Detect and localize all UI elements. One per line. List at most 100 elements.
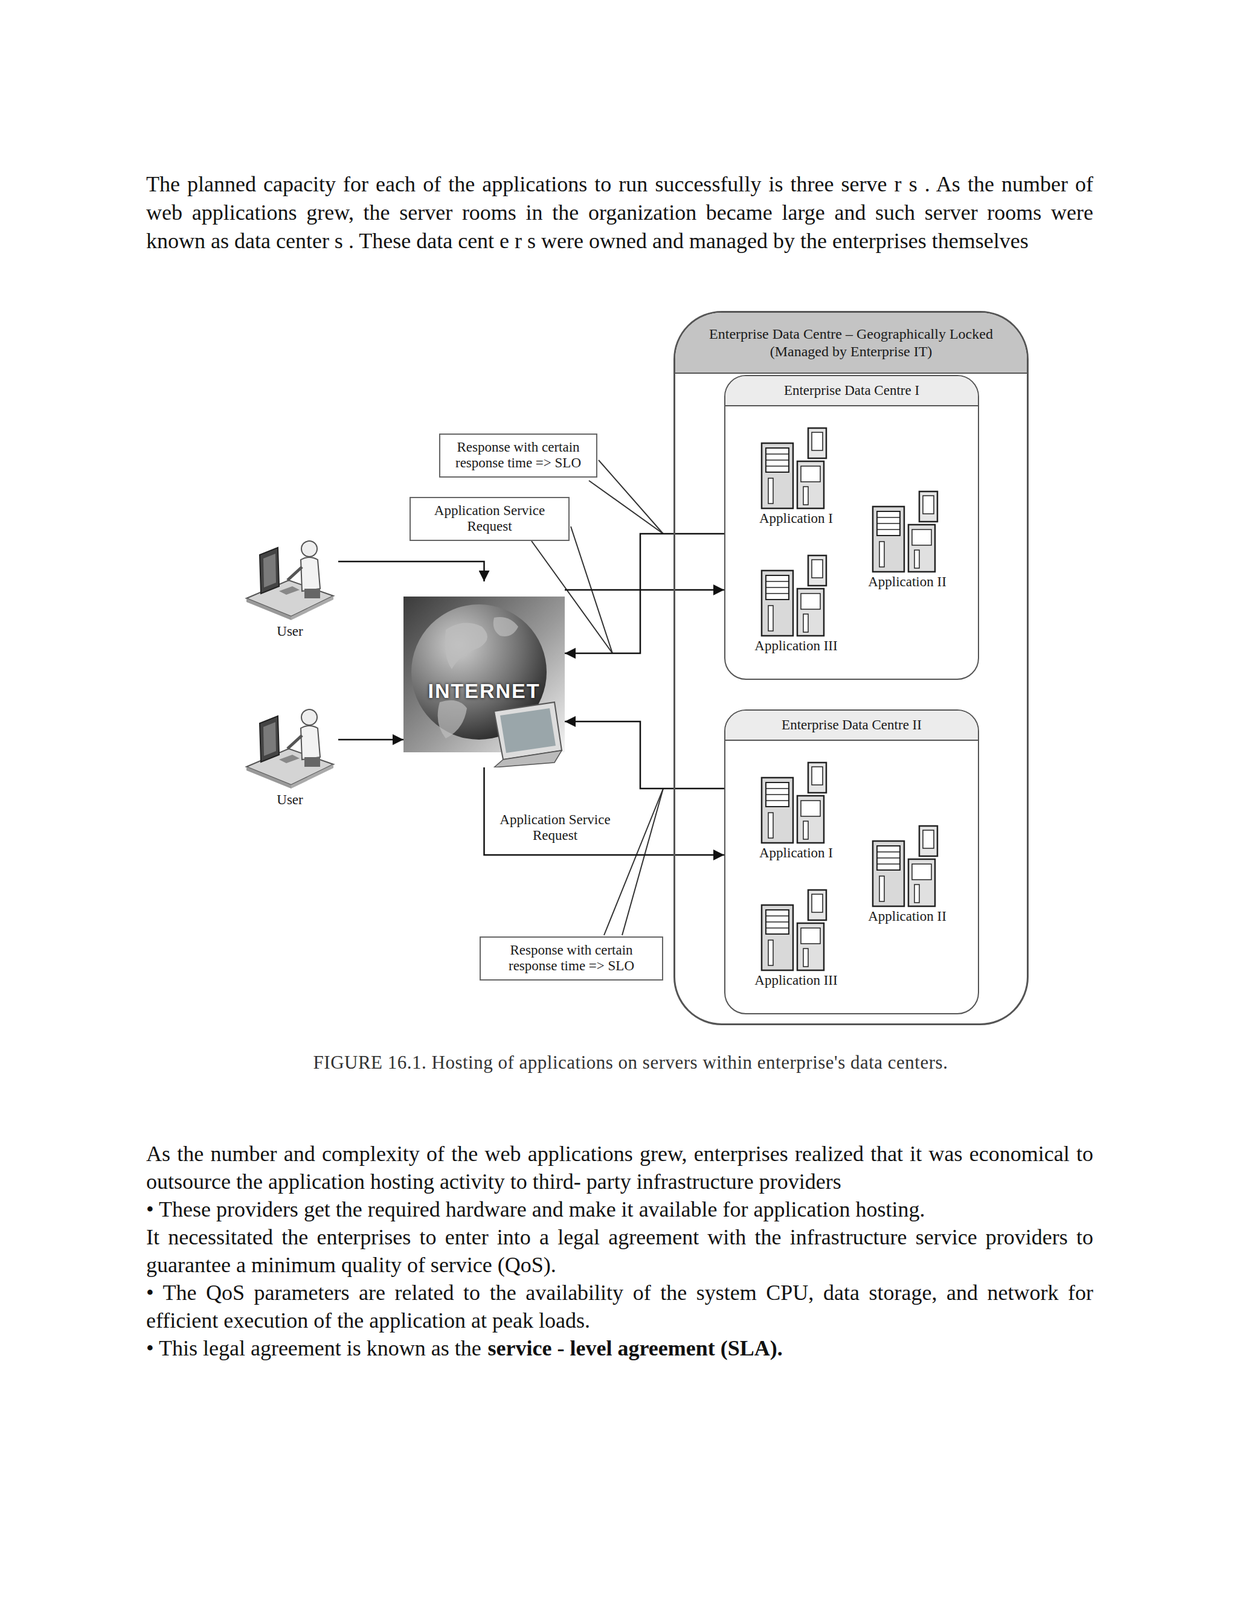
icon-part xyxy=(765,459,789,461)
icon-part xyxy=(765,782,789,807)
icon-part xyxy=(291,764,334,789)
icon-part xyxy=(919,826,938,857)
server-icon xyxy=(735,426,857,511)
icon-part xyxy=(500,708,556,754)
icon-part xyxy=(797,461,824,509)
icon-part xyxy=(765,910,789,935)
icon-part xyxy=(803,948,809,968)
icon-part xyxy=(811,432,823,451)
internet-text-holder: INTERNET xyxy=(403,679,565,704)
icon-part xyxy=(403,596,565,753)
icon-part xyxy=(877,517,900,519)
callout-box: Application Service Request xyxy=(409,497,570,542)
icon-part xyxy=(768,940,774,966)
icon-part xyxy=(765,575,789,600)
header-band: Enterprise Data Centre II xyxy=(725,710,978,742)
icon-part xyxy=(761,443,794,509)
user-workstation: User xyxy=(241,530,339,640)
icon-part xyxy=(304,588,321,599)
node-label: Application Service Request xyxy=(417,503,562,536)
leader-line xyxy=(588,480,664,534)
icon-part xyxy=(494,750,562,768)
icon-part xyxy=(765,927,789,929)
connector-arrow xyxy=(338,561,485,582)
data-centre-box: Enterprise Data Centre I Application I App… xyxy=(724,375,980,681)
user-icon xyxy=(241,699,339,791)
body-paragraph: As the number and complexity of the web … xyxy=(146,1140,1094,1196)
application-servers: Application III xyxy=(735,553,857,655)
connector-arrow xyxy=(564,721,725,789)
icon-part xyxy=(304,757,321,768)
icon-part xyxy=(808,428,827,459)
icon-part xyxy=(808,890,827,921)
server-icon xyxy=(846,824,968,910)
node-label: Application I xyxy=(735,510,857,527)
icon-part xyxy=(241,530,339,622)
bold-term: service - level agreement (SLA). xyxy=(488,1336,783,1361)
icon-part xyxy=(765,587,789,589)
icon-part xyxy=(287,567,303,581)
icon-part xyxy=(765,788,789,790)
icon-part xyxy=(877,863,900,865)
icon-part xyxy=(279,586,300,595)
header-band: Enterprise Data Centre I xyxy=(725,376,978,407)
icon-part xyxy=(912,529,932,546)
icon-part xyxy=(803,821,809,840)
node-label: Application I xyxy=(735,845,857,862)
icon-part xyxy=(908,524,935,572)
icon-part xyxy=(797,923,824,971)
server-icon xyxy=(735,761,857,846)
icon-part xyxy=(912,864,932,881)
icon-part xyxy=(768,605,774,632)
internet-cloud: INTERNET xyxy=(403,581,565,768)
icon-part xyxy=(765,915,789,917)
icon-part xyxy=(301,541,318,557)
callout-text: Application Service Request xyxy=(489,812,621,845)
connector-arrow xyxy=(338,739,404,742)
leader-line xyxy=(598,460,664,534)
icon-part xyxy=(759,888,833,974)
icon-part xyxy=(765,921,789,923)
icon-part xyxy=(872,841,905,907)
node-label: Application II xyxy=(846,909,968,925)
icon-part xyxy=(797,796,824,844)
icon-part xyxy=(870,824,944,910)
icon-part xyxy=(922,830,934,849)
node-label: Application III xyxy=(735,973,857,989)
user-icon xyxy=(241,530,339,622)
connector-arrow xyxy=(564,589,725,592)
icon-part xyxy=(800,800,821,817)
icon-part xyxy=(811,894,823,913)
user-workstation: User xyxy=(241,699,339,809)
server-icon xyxy=(735,553,857,639)
icon-part xyxy=(403,581,565,768)
body-text: • This legal agreement is known as the xyxy=(146,1336,482,1361)
icon-part xyxy=(287,735,303,749)
icon-part xyxy=(914,884,920,903)
application-servers: Application I xyxy=(735,426,857,527)
icon-part xyxy=(811,559,823,579)
node-label: Application III xyxy=(735,638,857,655)
body-paragraph: The planned capacity for each of the app… xyxy=(146,170,1094,256)
node-label: Response with certain response time => S… xyxy=(447,439,589,472)
icon-part xyxy=(765,593,789,595)
icon-part xyxy=(800,593,821,610)
icon-part xyxy=(246,767,292,789)
icon-part xyxy=(259,547,280,594)
data-centre-box: Enterprise Data Centre II Application I Ap… xyxy=(724,709,980,1015)
icon-part xyxy=(803,614,809,633)
icon-part xyxy=(291,596,334,621)
icon-part xyxy=(803,486,809,505)
connector-arrow xyxy=(484,767,725,856)
icon-part xyxy=(877,523,900,525)
server-icon xyxy=(846,489,968,575)
server-icon xyxy=(735,888,857,974)
figure-caption: FIGURE 16.1. Hosting of applications on … xyxy=(147,1052,1114,1074)
leader-line xyxy=(622,788,664,936)
icon-part xyxy=(877,511,900,536)
icon-part xyxy=(768,478,774,504)
body-paragraph: • These providers get the required hardw… xyxy=(146,1195,1094,1224)
icon-part xyxy=(759,553,833,639)
icon-part xyxy=(279,755,300,764)
